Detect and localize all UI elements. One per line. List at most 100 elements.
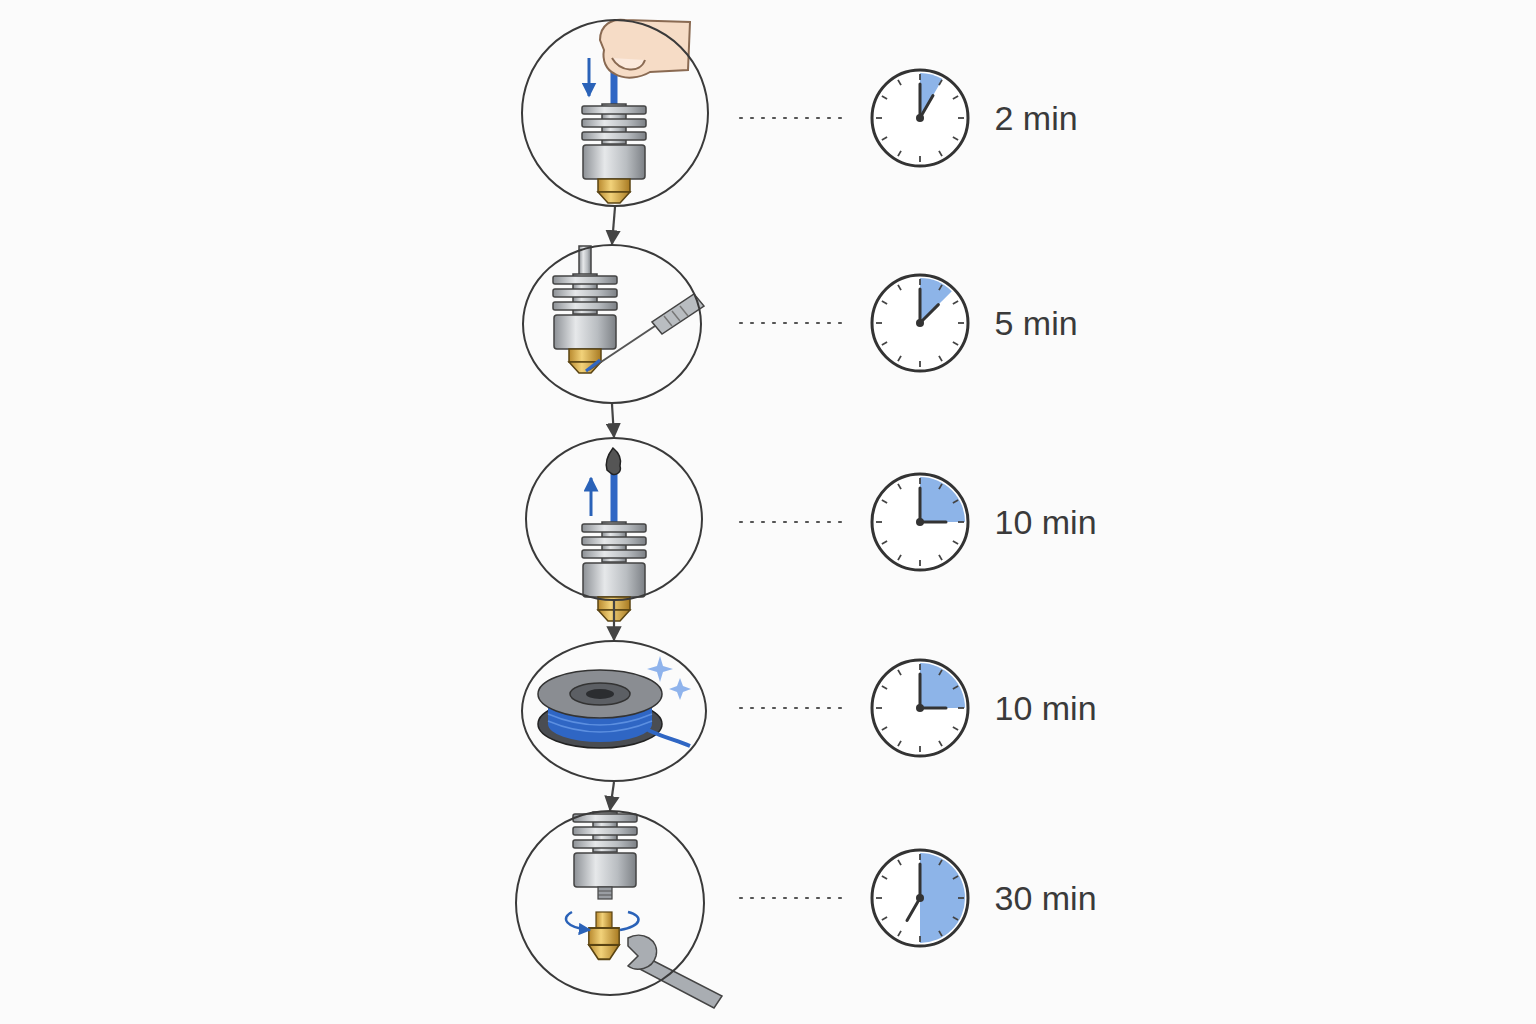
clock-hand — [919, 674, 922, 708]
clock-tick — [882, 876, 887, 879]
clock-tick — [876, 117, 882, 119]
clock-tick — [953, 342, 958, 345]
clock-tick — [958, 117, 964, 119]
clock-face — [872, 275, 968, 371]
step-replace-nozzle — [566, 812, 722, 1008]
clock-hand — [919, 84, 922, 118]
step-circle: 2 min — [521, 19, 709, 207]
clock-tick — [876, 897, 882, 899]
drawing-path — [598, 891, 612, 895]
clock-tick — [876, 521, 882, 523]
clock-tick — [898, 555, 901, 560]
clock-wedge — [920, 477, 965, 522]
drawing-rect — [579, 246, 591, 276]
clock-tick — [958, 897, 964, 899]
clock-tick — [919, 746, 921, 752]
leader-dots — [740, 707, 848, 709]
clock-wedge — [920, 73, 943, 118]
drawing-path — [669, 678, 691, 700]
clock-pin — [916, 704, 924, 712]
step-clean-nozzle — [553, 246, 704, 373]
clock-tick — [958, 521, 964, 523]
clock-tick — [939, 484, 942, 489]
clock-icon — [872, 70, 968, 166]
drawing-line — [586, 360, 600, 371]
clock-icon — [872, 275, 968, 371]
drawing-use — [573, 812, 637, 887]
clock-tick — [898, 356, 901, 361]
leader-dots — [740, 117, 848, 119]
drawing-line — [588, 58, 591, 96]
clock-tick — [882, 917, 887, 920]
duration-label: 5 min — [995, 303, 1078, 343]
clock-face — [872, 660, 968, 756]
clock-tick — [876, 322, 882, 324]
clock-tick — [919, 478, 921, 484]
drawing-path — [606, 448, 620, 475]
drawing-path — [647, 656, 673, 682]
clock-face — [872, 850, 968, 946]
leader-dots — [740, 521, 848, 523]
clock-tick — [882, 686, 887, 689]
drawing-line — [589, 326, 655, 370]
flow-arrow — [610, 782, 614, 810]
clock-tick — [953, 137, 958, 140]
clock-hand — [919, 864, 922, 898]
flow-arrow — [613, 601, 615, 640]
clock-wedge — [920, 663, 965, 708]
clock-tick — [958, 322, 964, 324]
clock-pin — [916, 114, 924, 122]
clock-tick — [882, 96, 887, 99]
drawing-line — [611, 466, 618, 530]
drawing-use — [582, 104, 646, 203]
clock-tick — [939, 741, 942, 746]
clock-icon — [872, 850, 968, 946]
clock-tick — [953, 876, 958, 879]
clock-tick — [953, 727, 958, 730]
clock-tick — [939, 151, 942, 156]
drawing-line — [590, 478, 593, 516]
step-push-filament — [582, 20, 690, 203]
drawing-path — [620, 912, 638, 930]
drawing-path — [600, 20, 690, 78]
clock-tick — [882, 500, 887, 503]
clock-tick — [898, 860, 901, 865]
drawing-path — [628, 935, 657, 969]
duration-label: 10 min — [995, 502, 1097, 542]
flow-arrow — [612, 404, 614, 437]
clock-face — [872, 474, 968, 570]
step-circle: 10 min — [521, 640, 707, 782]
clock-tick — [882, 301, 887, 304]
clock-tick — [939, 931, 942, 936]
clock-tick — [953, 917, 958, 920]
clock-tick — [919, 361, 921, 367]
clock-tick — [919, 854, 921, 860]
clock-tick — [939, 285, 942, 290]
clock-tick — [919, 560, 921, 566]
clock-tick — [953, 541, 958, 544]
drawing-rect — [598, 887, 612, 899]
duration-label: 2 min — [995, 98, 1078, 138]
clock-tick — [898, 80, 901, 85]
clock-tick — [898, 931, 901, 936]
clock-tick — [882, 727, 887, 730]
flow-arrow — [612, 207, 615, 244]
clock-tick — [919, 156, 921, 162]
clock-tick — [882, 137, 887, 140]
clock-hand — [919, 289, 922, 323]
drawing-ellipse — [538, 670, 662, 718]
clock-pin — [916, 894, 924, 902]
clock-tick — [876, 707, 882, 709]
drawing-path — [652, 294, 704, 334]
clock-tick — [898, 151, 901, 156]
step-cold-pull — [582, 448, 646, 621]
clock-tick — [939, 80, 942, 85]
clock-tick — [882, 541, 887, 544]
duration-label: 10 min — [995, 688, 1097, 728]
drawing-path — [548, 721, 652, 732]
clock-hand — [919, 488, 922, 522]
drawing-ellipse — [586, 689, 614, 699]
clock-tick — [882, 342, 887, 345]
